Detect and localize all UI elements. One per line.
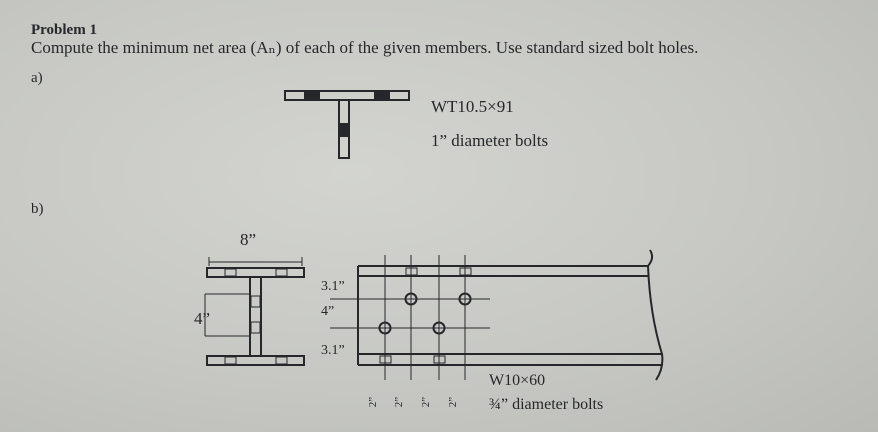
wt-section-drawing	[284, 90, 410, 159]
bolt-hole	[378, 321, 392, 335]
plan-break-line	[647, 249, 664, 381]
bolt-hole	[404, 292, 418, 306]
wt-bolt-diameter: 1” diameter bolts	[431, 131, 549, 150]
w-section-label: W10×60	[489, 372, 546, 389]
gage-dimension-mid: 4”	[321, 304, 335, 319]
wt-flange	[284, 90, 410, 101]
bolt-hole	[432, 321, 446, 335]
flange-gage-dimension: 4”	[194, 309, 211, 328]
wt-section-label: WT10.5×91	[431, 97, 514, 116]
w-bolt-diameter: ¾” diameter bolts	[489, 396, 604, 413]
bolt-hole	[458, 292, 472, 306]
w-top-flange	[206, 267, 305, 278]
flange-width-dimension: 8”	[240, 230, 257, 249]
wt-flange-hole-right	[374, 90, 390, 101]
w-web	[249, 276, 262, 357]
wt-flange-hole-left	[304, 90, 320, 101]
pitch-dimension: 2”	[367, 396, 380, 408]
problem-instructions: Compute the minimum net area (Aₙ) of eac…	[31, 38, 699, 57]
w-bottom-flange	[206, 355, 305, 366]
wt-stem-hole	[338, 123, 350, 137]
pitch-dimension: 2”	[420, 396, 433, 408]
pitch-dimension: 2”	[447, 396, 460, 408]
part-b-label: b)	[31, 201, 44, 217]
pitch-dimension: 2”	[393, 396, 406, 408]
problem-title: Problem 1	[31, 22, 97, 38]
edge-distance-bottom: 3.1”	[321, 343, 345, 358]
part-a-label: a)	[31, 70, 43, 86]
w-section-end-view	[204, 257, 305, 366]
edge-distance-top: 3.1”	[321, 279, 345, 294]
w-section-plan-view	[330, 249, 664, 381]
